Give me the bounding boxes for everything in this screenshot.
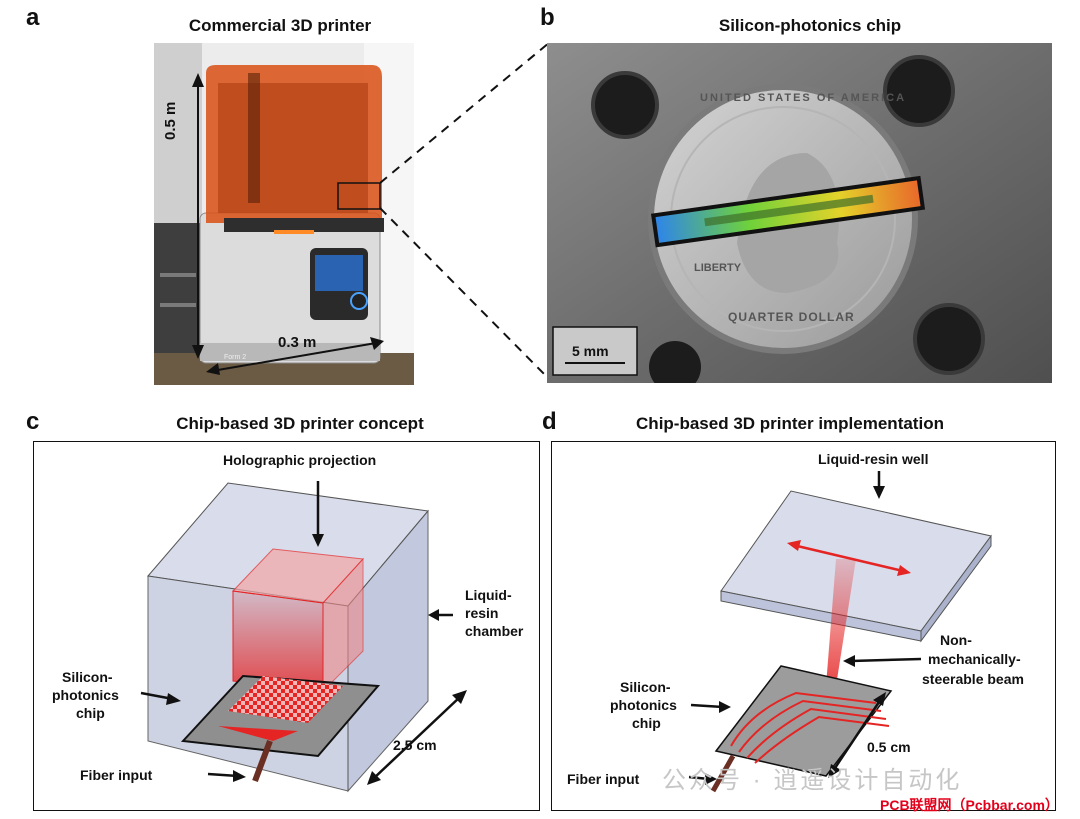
chip-d-label-2: photonics (610, 697, 677, 713)
fiber-c-label: Fiber input (80, 767, 153, 783)
chip-c-label-1: Silicon- (62, 669, 113, 685)
width-label: 0.3 m (278, 334, 317, 351)
panel-b-title: Silicon-photonics chip (718, 16, 902, 35)
chip-d-label-3: chip (632, 715, 661, 731)
coin-top-text: UNITED STATES OF AMERICA (700, 92, 907, 104)
panel-d-title: Chip-based 3D printer implementation (636, 414, 944, 433)
height-label: 0.5 m (162, 101, 179, 140)
beam-label-1: Non- (940, 632, 972, 648)
coin-bottom-text: QUARTER DOLLAR (728, 310, 855, 324)
fiber-d-label: Fiber input (567, 771, 640, 787)
beam-label-2: mechanically- (928, 651, 1021, 667)
chip-d-label-1: Silicon- (620, 679, 671, 695)
scale-bar-label: 5 mm (572, 343, 609, 359)
chamber-label-3: chamber (465, 623, 524, 639)
dim-d-label: 0.5 cm (867, 739, 911, 755)
chip-c-label-2: photonics (52, 687, 119, 703)
panel-d-letter: d (542, 408, 557, 435)
site-watermark: PCB联盟网（Pcbbar.com） (880, 797, 1059, 813)
dim-c-label: 2.5 cm (393, 737, 437, 753)
chamber-label-2: resin (465, 605, 499, 621)
wechat-watermark: 公众号 · 逍遥设计自动化 (662, 767, 963, 794)
concept-diagram (33, 441, 540, 811)
coin-liberty-text: LIBERTY (694, 262, 742, 274)
chamber-label-1: Liquid- (465, 587, 512, 603)
zoom-connectors (380, 41, 550, 381)
chip-c-label-3: chip (76, 705, 105, 721)
panel-c-title: Chip-based 3D printer concept (176, 414, 424, 433)
panel-a-letter: a (26, 4, 40, 31)
implementation-diagram (551, 441, 1056, 811)
panel-b-letter: b (540, 4, 555, 31)
printer-photo (154, 43, 414, 385)
chip-photo (547, 43, 1052, 383)
beam-label-3: steerable beam (922, 671, 1024, 687)
holographic-label: Holographic projection (223, 452, 377, 468)
well-label: Liquid-resin well (818, 451, 929, 467)
printer-brand: Form 2 (224, 354, 247, 361)
panel-a-title: Commercial 3D printer (188, 16, 372, 35)
panel-c-letter: c (26, 408, 40, 435)
